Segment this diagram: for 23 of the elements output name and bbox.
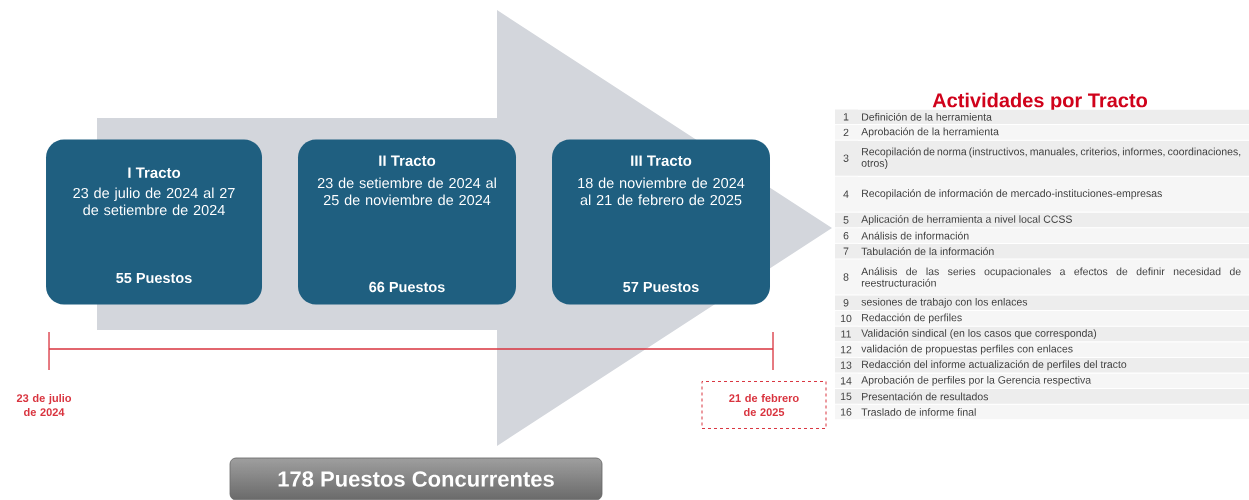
date-label: 23 de julio de 2024: [16, 393, 72, 417]
row-number: 3: [835, 140, 858, 176]
row-number: 12: [835, 342, 858, 357]
row-number: 11: [835, 326, 858, 342]
row-number: 5: [835, 212, 858, 228]
row-number: 6: [835, 228, 858, 243]
row-number: 8: [835, 259, 858, 295]
row-number: 4: [835, 176, 858, 212]
row-number: 2: [835, 125, 858, 140]
row-number: 15: [835, 389, 858, 404]
tract-box: II Tracto 23 de setiembre de 2024 al 25 de noviembre de 2024 66 Puestos: [298, 139, 516, 305]
row-number: 1: [835, 109, 858, 125]
row-number: 10: [835, 311, 858, 326]
row-number: 13: [835, 357, 858, 373]
total-banner: 178 Puestos Concurrentes: [229, 457, 603, 500]
tract-box: I Tracto 23 de julio de 2024 al 27 de setiembre de 2024 55 Puestos: [46, 139, 262, 305]
tract-box: III Tracto 18 de noviembre de 2024 al 21 de febrero de 2025 57 Puestos: [552, 139, 770, 305]
row-number: 9: [835, 295, 858, 311]
date-box: 21 de febrero de 2025: [701, 381, 827, 429]
table-title: Actividades por Tracto: [932, 92, 1148, 112]
row-number: 7: [835, 243, 858, 259]
row-number: 16: [835, 404, 858, 420]
row-number: 14: [835, 373, 858, 389]
